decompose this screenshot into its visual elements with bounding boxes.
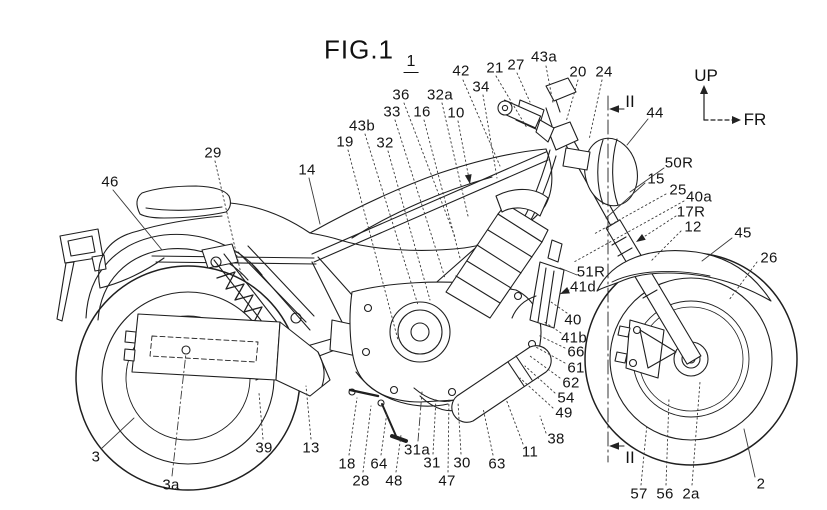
leader-31 <box>432 397 437 455</box>
intake <box>495 188 549 217</box>
leader-38 <box>539 415 547 434</box>
radiator <box>511 239 565 329</box>
leader-26 <box>728 261 758 301</box>
leader-48 <box>395 434 402 473</box>
mirror-base <box>545 77 577 102</box>
leader-27 <box>516 72 531 103</box>
front-brake-caliper <box>614 319 677 379</box>
section-marker-bottom: II <box>625 448 635 467</box>
headlight-bracket <box>562 147 591 171</box>
leader-32 <box>387 150 431 301</box>
leader-32a <box>441 102 469 217</box>
leader-63 <box>482 407 494 456</box>
underbody <box>348 371 449 443</box>
leader-arrowhead-41d <box>560 287 570 294</box>
leader-18 <box>348 397 358 456</box>
leader-50R <box>629 167 665 193</box>
leader-56 <box>665 397 670 486</box>
leader-28 <box>362 405 372 473</box>
leader-47 <box>447 397 450 473</box>
seat-pad <box>136 185 232 219</box>
direction-axes <box>700 85 741 124</box>
leader-11 <box>505 398 524 445</box>
leader-66 <box>537 334 566 349</box>
leader-12 <box>649 230 682 263</box>
leader-20 <box>565 79 579 123</box>
figure-number: 1 <box>403 53 419 73</box>
muffler <box>123 313 331 397</box>
section-line <box>607 95 625 463</box>
leader-43b <box>364 133 419 306</box>
leader-13 <box>305 385 312 440</box>
leader-33 <box>394 119 446 279</box>
direction-up-label: UP <box>694 66 718 85</box>
leader-21 <box>495 75 528 129</box>
leader-3a <box>171 352 187 477</box>
leader-42 <box>462 79 501 167</box>
leader-62 <box>529 355 561 379</box>
leader-57 <box>640 423 648 486</box>
leader-64 <box>380 411 388 456</box>
exhaust-canister <box>413 345 552 423</box>
leader-40 <box>550 301 568 314</box>
leader-49 <box>519 377 554 409</box>
leader-45 <box>701 237 733 262</box>
up-arrow-icon <box>700 85 708 94</box>
leader-40a <box>573 200 685 263</box>
bodywork <box>98 148 553 289</box>
leader-43a <box>545 65 554 104</box>
leader-34 <box>482 94 498 179</box>
leader-3 <box>100 417 135 450</box>
leader-2 <box>743 428 756 478</box>
leader-51R <box>559 267 578 276</box>
leader-2a <box>691 381 701 486</box>
leader-10 <box>457 120 471 185</box>
leader-36 <box>403 102 456 238</box>
leader-31a <box>417 391 423 442</box>
leader-30 <box>457 401 462 455</box>
leader-14 <box>308 177 321 225</box>
rear-shock <box>201 243 315 336</box>
valve-cover <box>497 203 549 243</box>
leader-arrowhead-17R <box>636 234 646 242</box>
headlight <box>562 137 638 207</box>
leader-44 <box>626 118 649 146</box>
leader-41b <box>542 320 562 334</box>
figure-title: FIG.1 <box>323 34 395 65</box>
leader-16 <box>423 119 461 259</box>
leader-61 <box>533 345 566 364</box>
front-fender <box>596 250 772 302</box>
steering-head <box>547 121 579 151</box>
leader-19 <box>347 149 399 341</box>
section-marker-top: II <box>625 92 635 111</box>
leader-39 <box>258 392 264 440</box>
direction-fr-label: FR <box>743 110 767 129</box>
riser <box>535 119 555 143</box>
handlebar <box>497 77 577 143</box>
license-plate-bracket <box>56 228 107 322</box>
leader-46 <box>112 189 163 251</box>
fr-arrow-icon <box>732 116 741 124</box>
leader-15 <box>605 182 646 219</box>
leader-25 <box>593 193 667 235</box>
leader-24 <box>588 79 603 141</box>
leader-arrowhead-10 <box>464 174 472 184</box>
leader-lines <box>100 65 758 486</box>
